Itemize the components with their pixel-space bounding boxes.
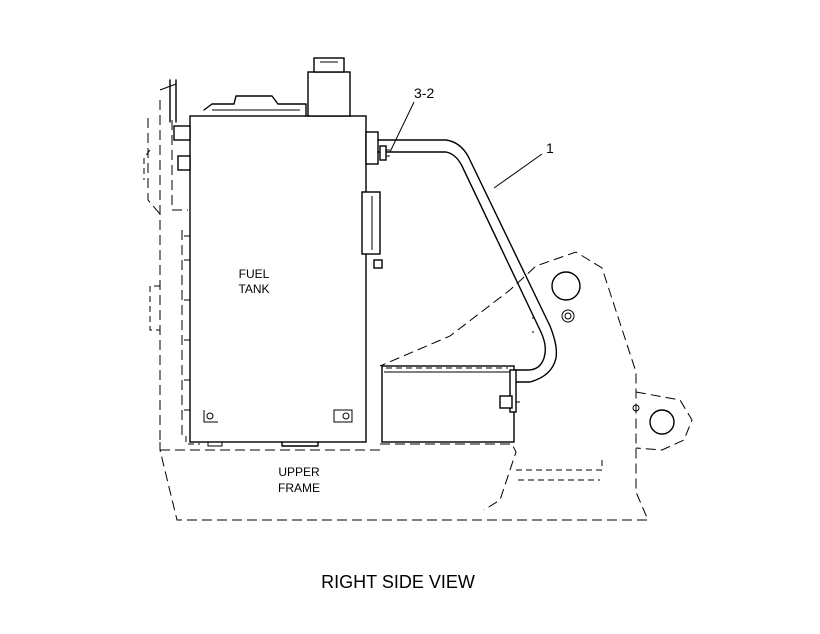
callout-1: 1 (546, 140, 554, 156)
upper-frame-label-line2: FRAME (278, 481, 320, 495)
callout-leaders (389, 101, 543, 189)
handrail (377, 139, 558, 383)
upper-frame-outline (159, 251, 693, 521)
fuel-tank (173, 57, 383, 447)
fuel-tank-label-line2: TANK (238, 282, 269, 296)
upper-frame-label-line1: UPPER (278, 465, 320, 479)
engine-components-phantom (143, 79, 200, 445)
battery-box (381, 365, 520, 443)
view-title: RIGHT SIDE VIEW (321, 572, 475, 592)
callout-3-2: 3-2 (414, 85, 434, 101)
fuel-tank-label-line1: FUEL (239, 267, 270, 281)
